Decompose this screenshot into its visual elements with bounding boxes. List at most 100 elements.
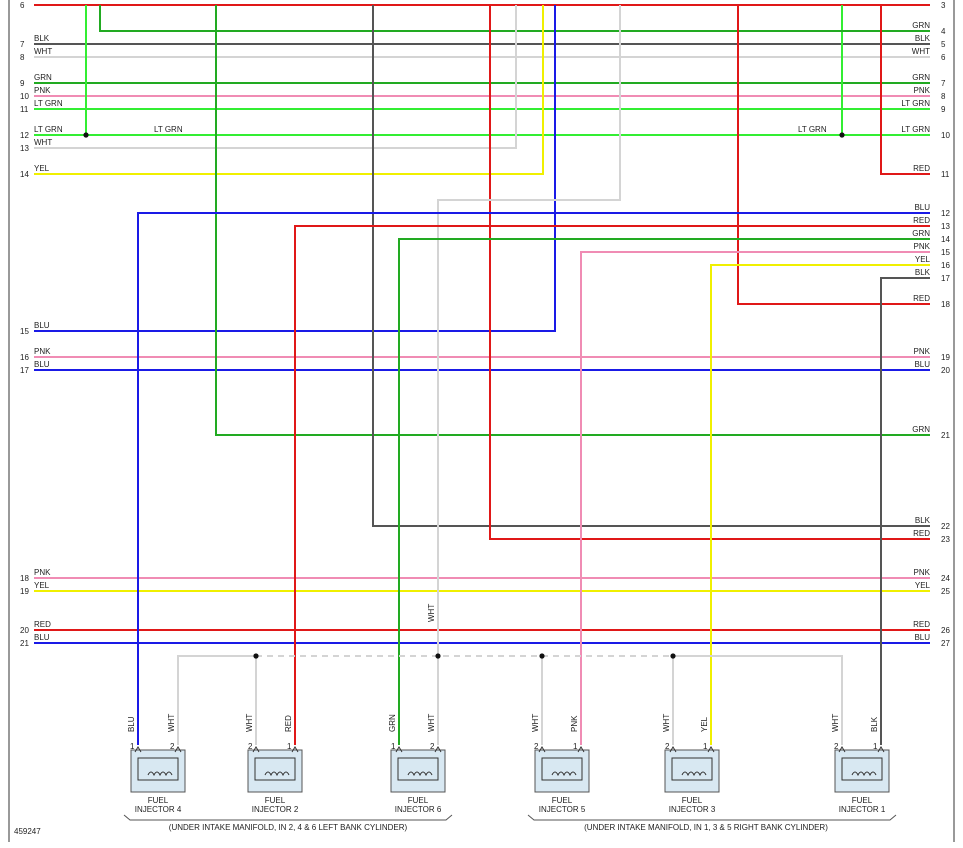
left-wire-color-label: YEL xyxy=(34,581,50,590)
midline-label-left: LT GRN xyxy=(154,125,183,134)
right-wire-color-label: PNK xyxy=(914,568,931,577)
wire-grn-4 xyxy=(99,5,930,32)
left-wire-color-label: BLU xyxy=(34,633,50,642)
injector-wire-1-label: RED xyxy=(284,715,293,732)
right-pin-number: 8 xyxy=(941,92,946,101)
right-wire-color-label: RED xyxy=(913,620,930,629)
wire-yel-injector-3 xyxy=(710,264,930,745)
injector-pin-2-number: 2 xyxy=(834,742,839,751)
wire-wht-bus-right-end xyxy=(673,655,843,745)
wire-red-23 xyxy=(489,5,930,540)
splice-dot xyxy=(539,653,545,659)
pin-1-terminal-icon xyxy=(877,746,885,753)
wire-grn-injector-6 xyxy=(398,238,930,745)
injector-pin-1-number: 1 xyxy=(287,742,292,751)
wire-wht-bus-left-end xyxy=(177,655,256,745)
wire-blu-injector-4 xyxy=(137,212,930,745)
wire-grn-21 xyxy=(215,5,930,436)
right-wire-color-label: PNK xyxy=(914,86,931,95)
right-wire-color-label: RED xyxy=(913,216,930,225)
injector-body xyxy=(247,749,303,793)
right-pin-number: 9 xyxy=(941,105,946,114)
pin-1-terminal-icon xyxy=(134,746,142,753)
injector-wire-1-label: GRN xyxy=(388,714,397,732)
injector-wire-1-label: PNK xyxy=(570,715,579,732)
text-layer: LT GRN LT GRN WHT (UNDER INTAKE MANIFOLD… xyxy=(14,125,828,836)
right-wire-color-label: YEL xyxy=(915,581,931,590)
injector-name-line-1: FUEL xyxy=(552,796,573,805)
left-pin-number: 7 xyxy=(20,40,25,49)
injector-body xyxy=(834,749,890,793)
injector-name-line-2: INJECTOR 3 xyxy=(669,805,716,814)
injector-body xyxy=(390,749,446,793)
left-wire-color-label: LT GRN xyxy=(34,99,63,108)
right-bank-bracket xyxy=(527,814,897,821)
left-wire-color-label: BLU xyxy=(34,360,50,369)
pin-2-terminal-icon xyxy=(538,746,546,753)
injector-coil-icon xyxy=(147,771,173,777)
injector-wire-1-label: YEL xyxy=(700,716,709,732)
pin-1-terminal-icon xyxy=(577,746,585,753)
pin-2-terminal-icon xyxy=(174,746,182,753)
right-wire-color-label: BLU xyxy=(914,360,930,369)
right-pin-number: 23 xyxy=(941,535,950,544)
left-wire-color-label: BLK xyxy=(34,34,50,43)
right-pin-number: 21 xyxy=(941,431,950,440)
wire-red-18 xyxy=(737,5,930,305)
left-wire-color-label: BLU xyxy=(34,321,50,330)
injector-terminal-frame xyxy=(254,757,296,781)
right-wire-color-label: LT GRN xyxy=(901,99,930,108)
right-wire-color-label: LT GRN xyxy=(901,125,930,134)
pin-2-terminal-icon xyxy=(434,746,442,753)
left-wire-color-label: LT GRN xyxy=(34,125,63,134)
left-pin-number: 14 xyxy=(20,170,29,179)
injector-coil-icon xyxy=(551,771,577,777)
injector-name-line-1: FUEL xyxy=(408,796,429,805)
right-wire-color-label: GRN xyxy=(912,21,930,30)
left-wire-color-label: RED xyxy=(34,620,51,629)
injector-name-line-2: INJECTOR 1 xyxy=(839,805,886,814)
right-pin-number: 4 xyxy=(941,27,946,36)
injector-name-line-2: INJECTOR 5 xyxy=(539,805,586,814)
pin-2-terminal-icon xyxy=(669,746,677,753)
injector-coil-icon xyxy=(681,771,707,777)
right-pin-number: 5 xyxy=(941,40,946,49)
right-pin-number: 19 xyxy=(941,353,950,362)
right-wire-color-label: GRN xyxy=(912,73,930,82)
injector-body xyxy=(130,749,186,793)
wire-wht-13 xyxy=(34,5,517,149)
left-wire-color-label: PNK xyxy=(34,347,51,356)
right-wire-color-label: BLU xyxy=(914,633,930,642)
right-wire-color-label: RED xyxy=(913,294,930,303)
right-wire-color-label: GRN xyxy=(912,229,930,238)
wire-blk-22 xyxy=(372,5,930,527)
injector-name-line-1: FUEL xyxy=(265,796,286,805)
right-pin-number: 22 xyxy=(941,522,950,531)
right-wire-color-label: BLK xyxy=(915,516,931,525)
left-wire-color-label: WHT xyxy=(34,47,52,56)
pin-2-terminal-icon xyxy=(252,746,260,753)
right-pin-number: 25 xyxy=(941,587,950,596)
right-pin-number: 18 xyxy=(941,300,950,309)
right-pin-number: 24 xyxy=(941,574,950,583)
injector-pin-1-number: 1 xyxy=(703,742,708,751)
left-bank-caption: (UNDER INTAKE MANIFOLD, IN 2, 4 & 6 LEFT… xyxy=(169,823,408,832)
injector-body xyxy=(664,749,720,793)
left-pin-number: 8 xyxy=(20,53,25,62)
right-pin-number: 6 xyxy=(941,53,946,62)
right-wire-color-label: WHT xyxy=(912,47,930,56)
injector-terminal-frame xyxy=(841,757,883,781)
injector-wire-2-label: WHT xyxy=(427,714,436,732)
injector-name-line-1: FUEL xyxy=(852,796,873,805)
injector-pin-2-number: 2 xyxy=(248,742,253,751)
injector-wire-2-label: WHT xyxy=(245,714,254,732)
injector-pin-1-number: 1 xyxy=(873,742,878,751)
right-wire-color-label: PNK xyxy=(914,347,931,356)
